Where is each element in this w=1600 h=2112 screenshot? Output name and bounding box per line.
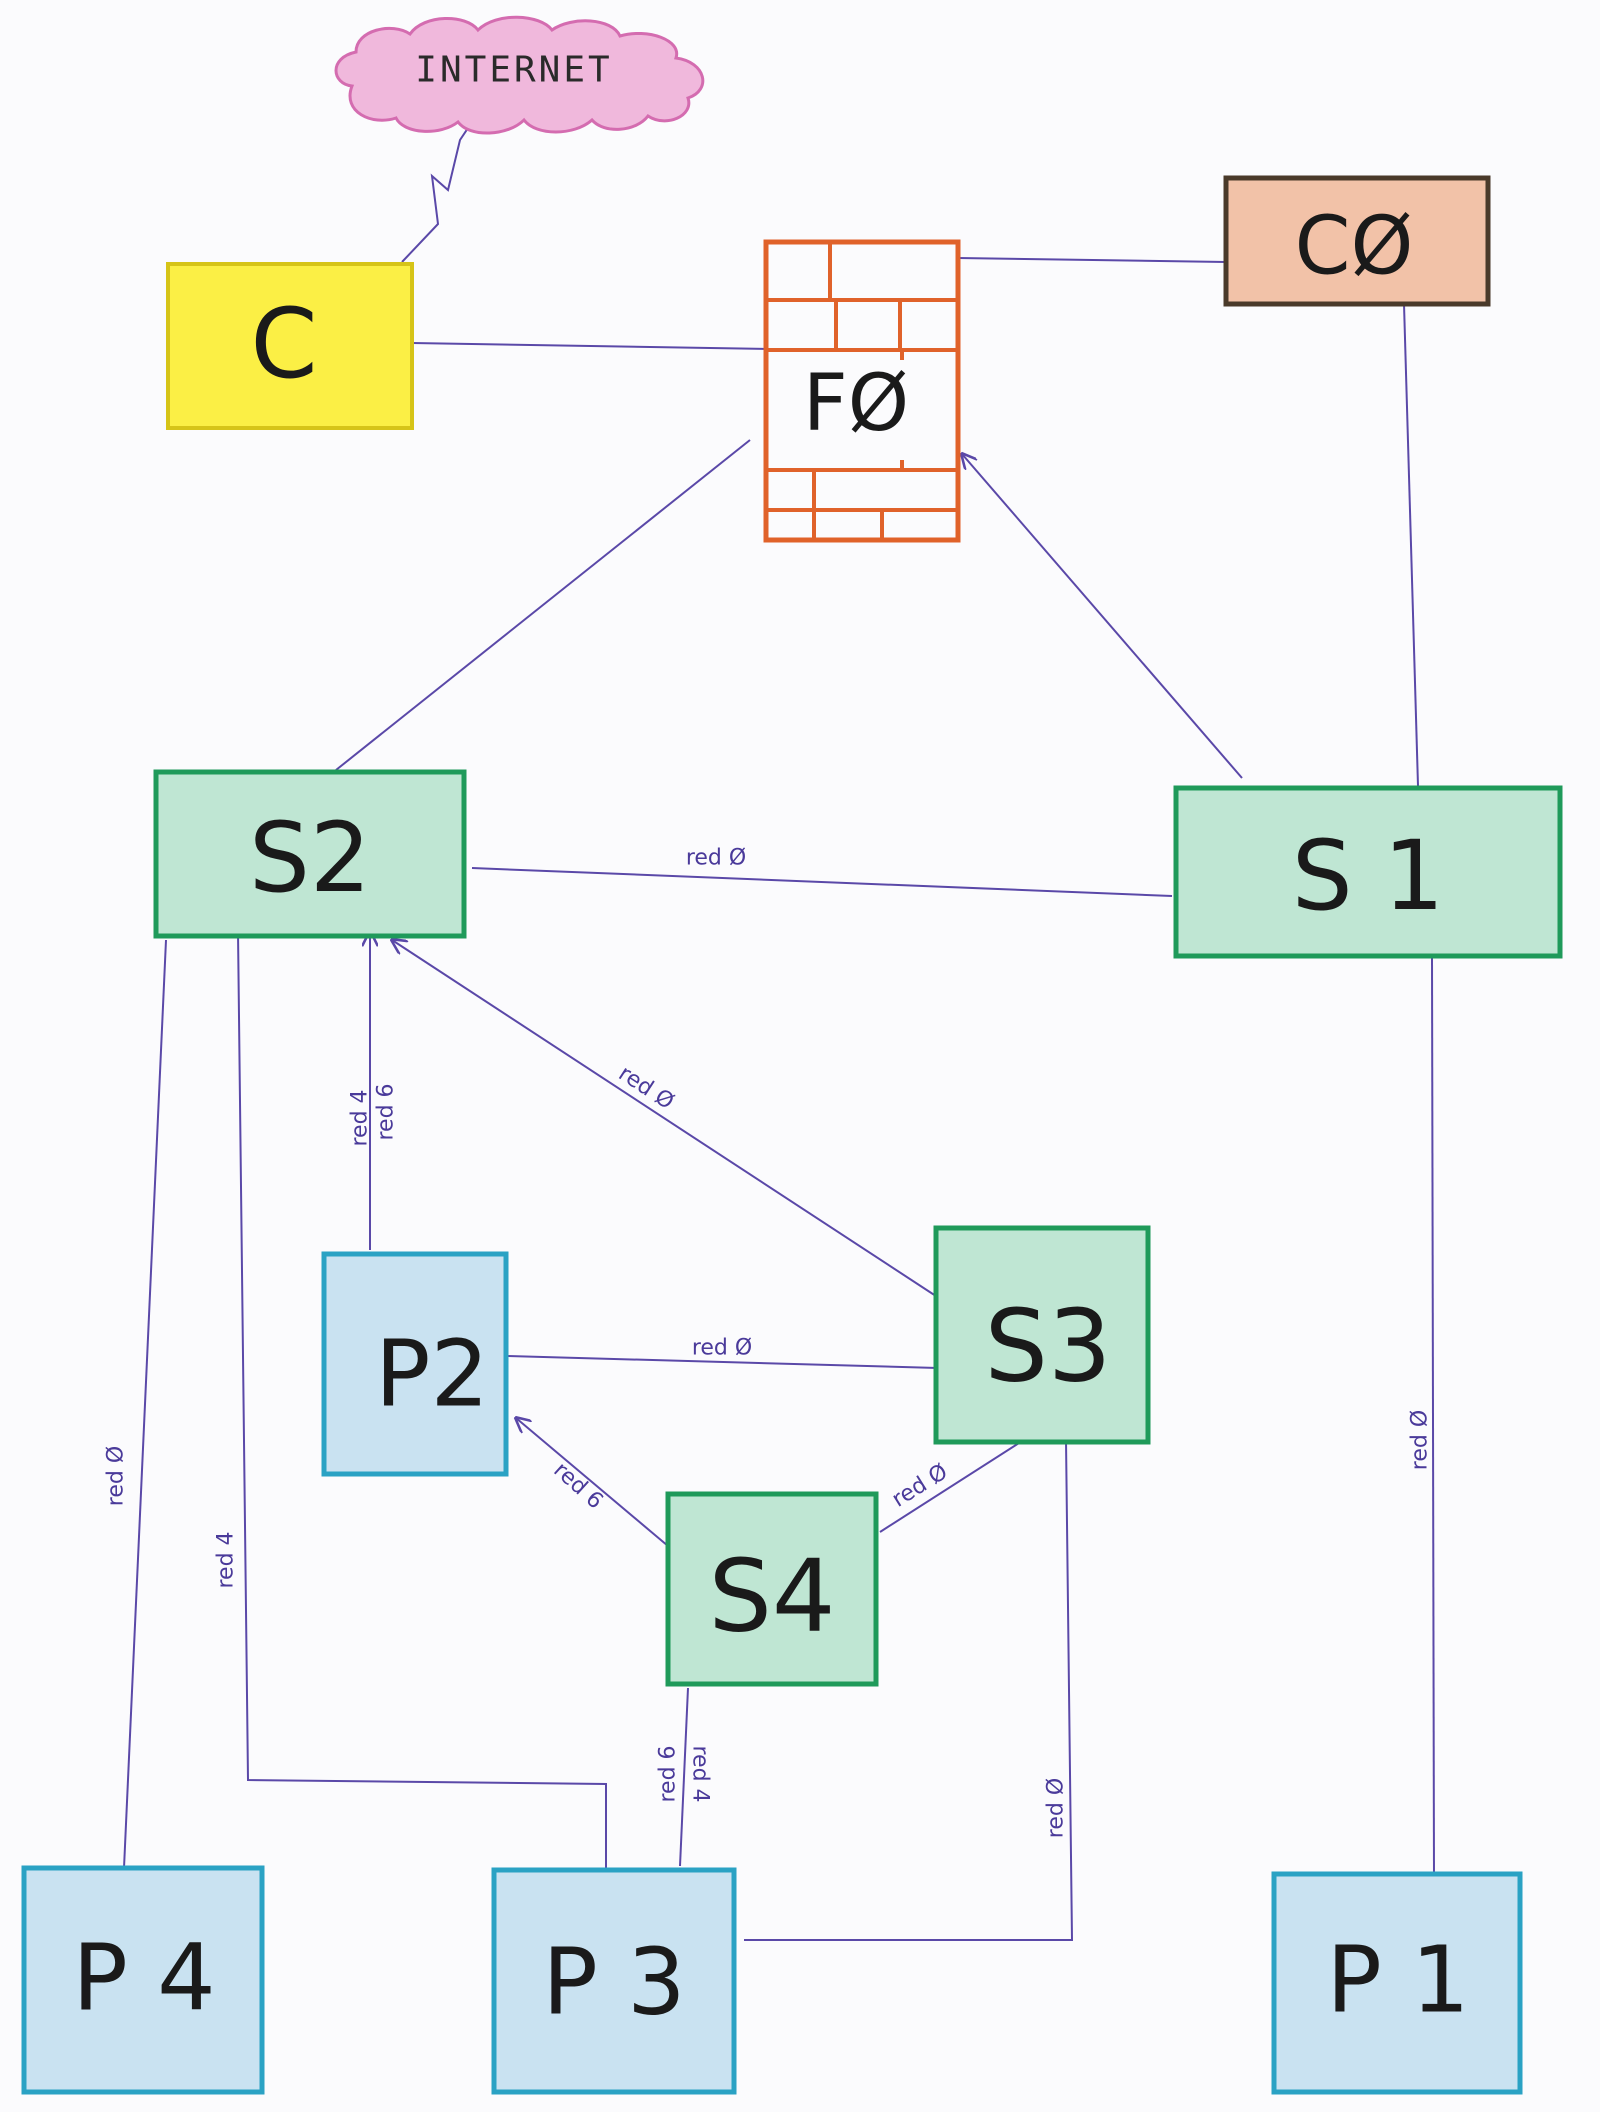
node-c: C bbox=[166, 262, 414, 430]
node-s4-box bbox=[665, 1491, 879, 1687]
node-p4-box bbox=[21, 1865, 265, 2095]
node-f0-label: FØ bbox=[803, 359, 909, 449]
edge-s3-p3 bbox=[744, 1439, 1074, 1941]
edge-label-s2-s1: red Ø bbox=[686, 846, 746, 871]
edge-label-s4-p3-a: red 6 bbox=[656, 1745, 681, 1802]
node-s2-label: S2 bbox=[249, 802, 371, 914]
edge-f0-c0 bbox=[957, 257, 1227, 263]
node-p1-box bbox=[1271, 1871, 1523, 2095]
node-p4-label: P 4 bbox=[72, 1925, 215, 2032]
edge-s2-s1 bbox=[471, 867, 1173, 897]
edge-label-p2-s3: red Ø bbox=[692, 1336, 752, 1361]
node-c0: CØ bbox=[1223, 175, 1491, 307]
node-f0: FØ bbox=[763, 239, 961, 543]
node-s4-label: S4 bbox=[708, 1538, 835, 1655]
edge-s2-p3 bbox=[237, 931, 607, 1868]
node-s3: S3 bbox=[933, 1225, 1151, 1445]
cloud-label: INTERNET bbox=[415, 50, 612, 91]
node-c0-box bbox=[1223, 175, 1491, 307]
edge-f0-s2 bbox=[335, 439, 751, 771]
node-s2: S2 bbox=[153, 769, 467, 939]
node-p3-label: P 3 bbox=[542, 1929, 685, 2036]
node-p2: P2 bbox=[321, 1251, 509, 1477]
connections bbox=[123, 91, 1435, 1941]
node-f0-label-bg bbox=[790, 360, 910, 460]
node-s4: S4 bbox=[665, 1491, 879, 1687]
edge-s1-f0 bbox=[962, 454, 1243, 779]
node-s3-box bbox=[933, 1225, 1151, 1445]
edge-label-s4-s3: red Ø bbox=[888, 1459, 952, 1512]
node-s1-label: S 1 bbox=[1292, 820, 1445, 932]
node-s1-box bbox=[1173, 785, 1563, 959]
edge-label-s4-p3-b: red 4 bbox=[688, 1745, 713, 1802]
node-p1: P 1 bbox=[1271, 1871, 1523, 2095]
edge-c-f0 bbox=[411, 342, 771, 350]
edge-s2-s3 bbox=[392, 940, 943, 1301]
node-c-label: C bbox=[250, 288, 317, 400]
edge-label-p2-s4: red 6 bbox=[548, 1458, 607, 1515]
edge-labels: red Ø red Ø red 4 red 6 red Ø red 6 red … bbox=[104, 846, 1433, 1839]
edge-s2-p4 bbox=[123, 939, 167, 1869]
edge-s1-p1 bbox=[1431, 957, 1435, 1883]
edge-p2-s3 bbox=[507, 1355, 939, 1369]
node-s1: S 1 bbox=[1173, 785, 1563, 959]
node-s2-box bbox=[153, 769, 467, 939]
edge-label-s3-p3: red Ø bbox=[1044, 1778, 1069, 1838]
node-s3-label: S3 bbox=[984, 1288, 1111, 1405]
node-p4: P 4 bbox=[21, 1865, 265, 2095]
cloud-shape bbox=[334, 15, 705, 135]
node-p2-box bbox=[321, 1251, 509, 1477]
edge-label-s2-p3: red 4 bbox=[214, 1531, 239, 1588]
edge-label-s2-p4: red Ø bbox=[104, 1446, 129, 1506]
node-c-box bbox=[166, 262, 414, 430]
node-p3: P 3 bbox=[491, 1867, 737, 2095]
node-p3-box bbox=[491, 1867, 737, 2095]
edge-s4-s3 bbox=[879, 1435, 1031, 1533]
internet-link bbox=[401, 91, 493, 263]
edge-s4-p2 bbox=[516, 1418, 669, 1547]
node-c0-label: CØ bbox=[1295, 200, 1414, 293]
edge-s4-p3 bbox=[679, 1687, 689, 1867]
edge-c0-s1 bbox=[1403, 303, 1419, 787]
edge-label-s1-p1: red Ø bbox=[1408, 1410, 1433, 1470]
node-p2-label: P2 bbox=[375, 1321, 489, 1428]
edge-label-s2-p2-b: red 6 bbox=[374, 1083, 399, 1140]
node-p1-label: P 1 bbox=[1326, 1927, 1469, 2034]
edge-label-s2-p2-a: red 4 bbox=[348, 1089, 373, 1146]
internet-cloud: INTERNET bbox=[334, 15, 705, 135]
